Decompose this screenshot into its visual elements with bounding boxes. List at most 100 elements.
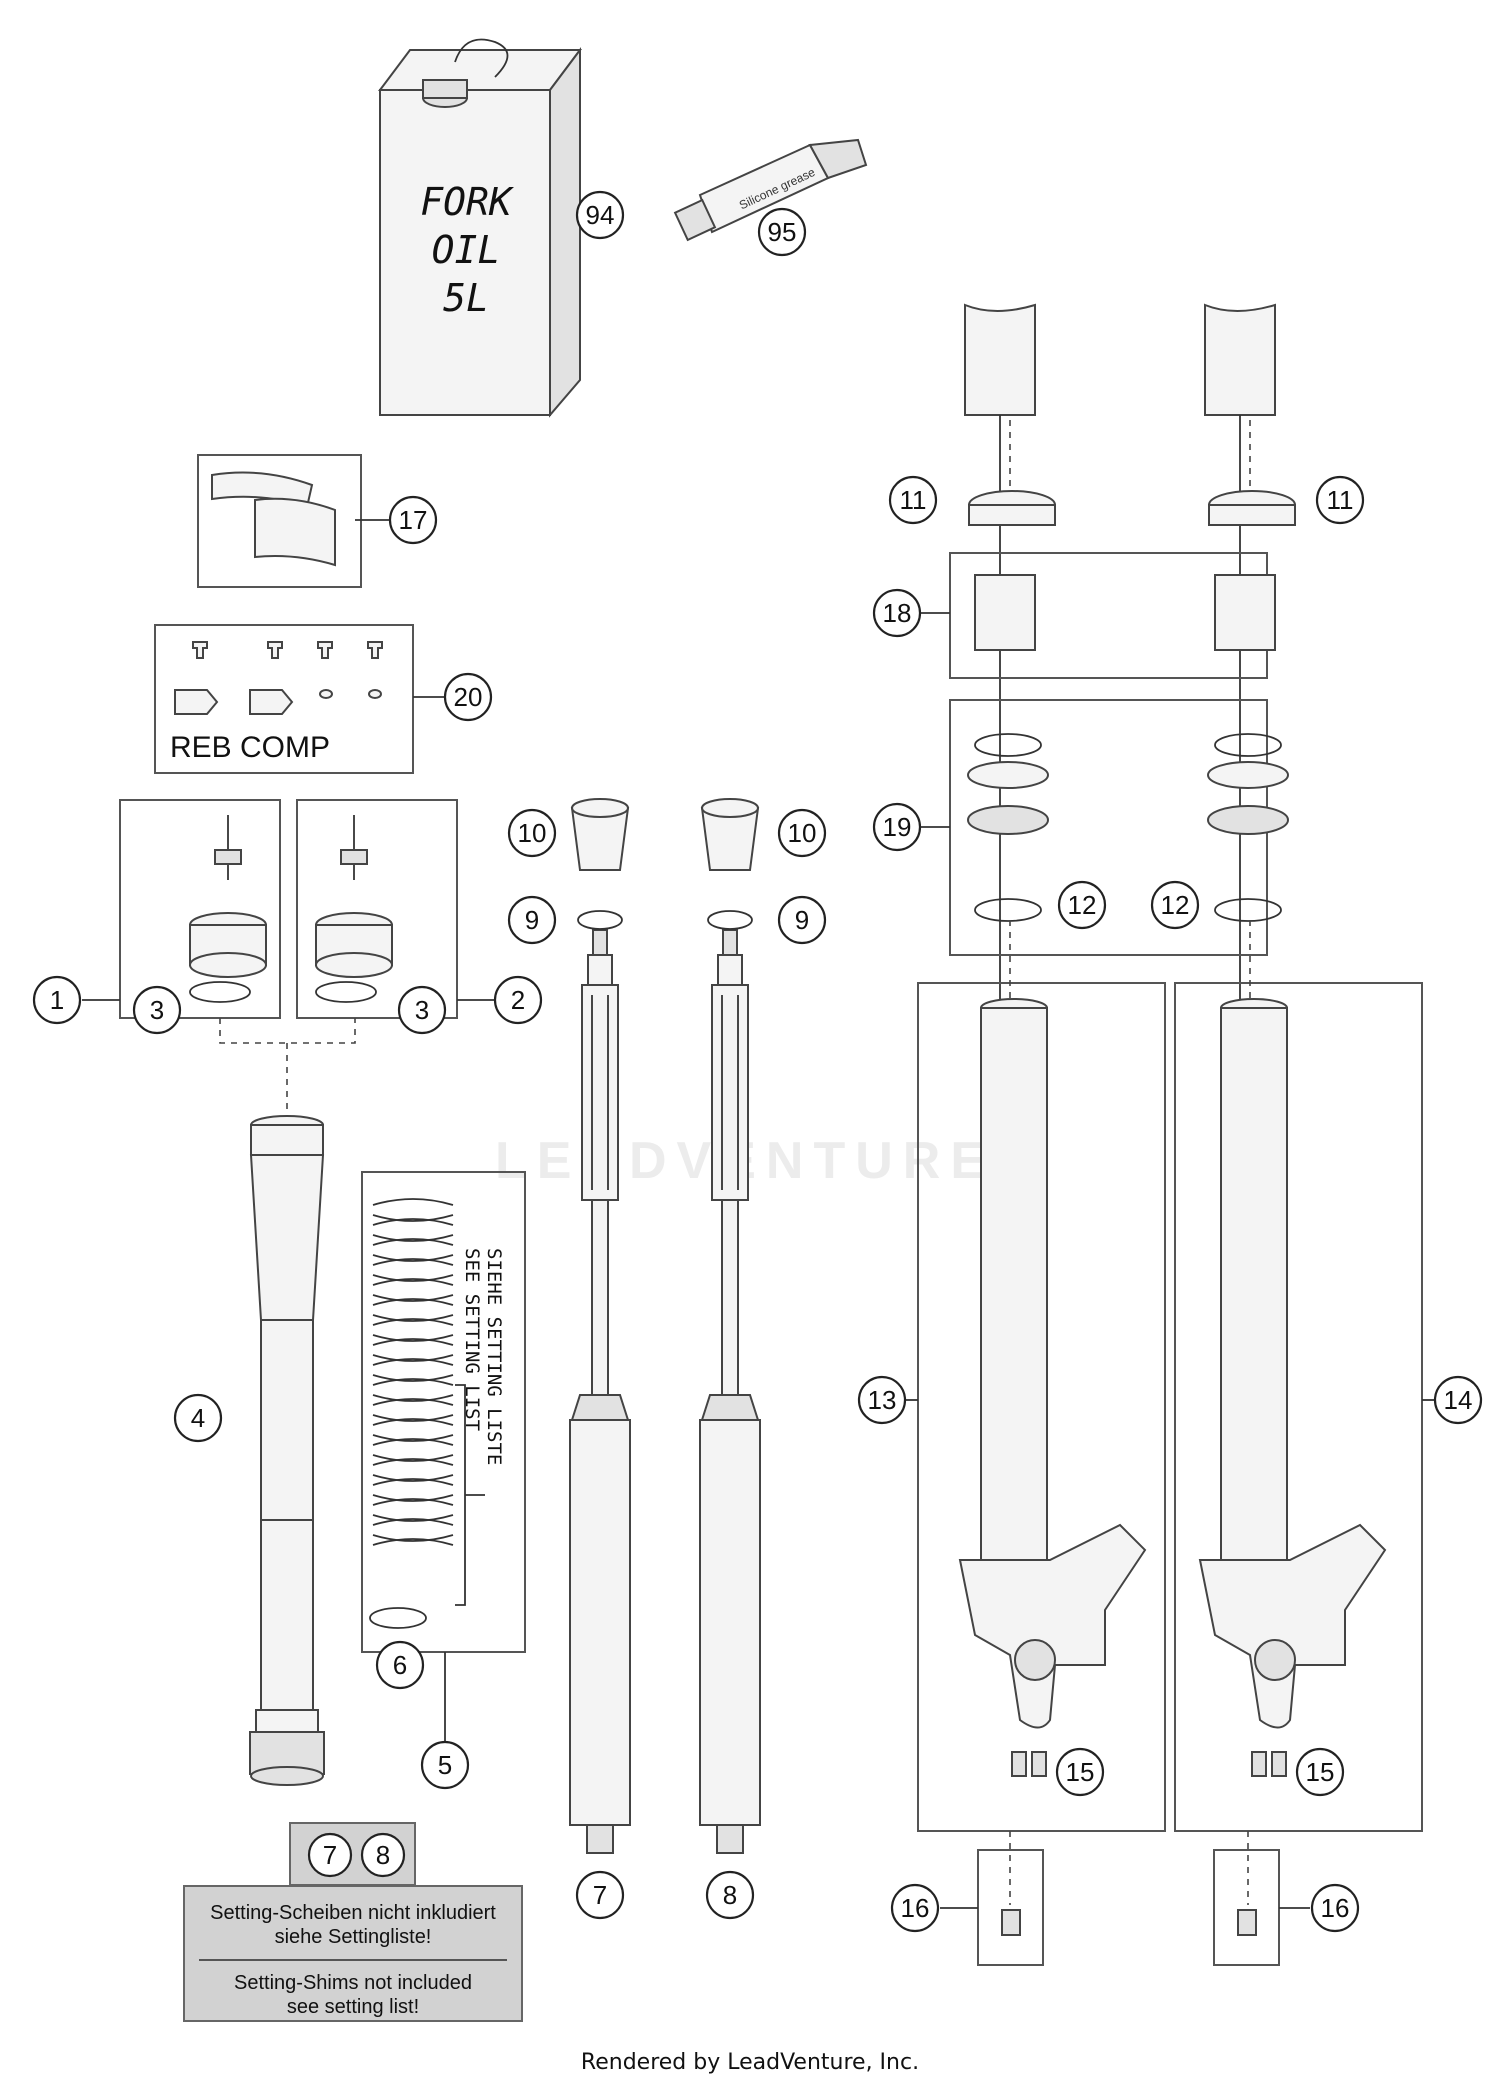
svg-text:8: 8 bbox=[376, 1840, 390, 1870]
callout-94[interactable]: 94 bbox=[575, 190, 625, 240]
fork-cap-1 bbox=[189, 815, 267, 1003]
cartridge-tube bbox=[249, 1115, 325, 1786]
callout-10-left[interactable]: 10 bbox=[507, 808, 557, 858]
note-divider bbox=[199, 1959, 507, 1961]
callout-10-right[interactable]: 10 bbox=[777, 808, 827, 858]
spring-washer bbox=[369, 1607, 427, 1629]
callout-5[interactable]: 5 bbox=[420, 1740, 470, 1790]
note-german-line2: siehe Settingliste! bbox=[274, 1926, 432, 1948]
svg-text:10: 10 bbox=[518, 818, 547, 848]
callout-2[interactable]: 2 bbox=[493, 975, 543, 1025]
svg-text:14: 14 bbox=[1444, 1385, 1473, 1415]
callout-13[interactable]: 13 bbox=[857, 1375, 907, 1425]
callout-3-right[interactable]: 3 bbox=[397, 985, 447, 1035]
svg-text:12: 12 bbox=[1068, 890, 1097, 920]
o-rings-9 bbox=[577, 910, 753, 930]
svg-text:4: 4 bbox=[191, 1403, 205, 1433]
callout-17[interactable]: 17 bbox=[388, 495, 438, 545]
bushings-18 bbox=[974, 574, 1276, 651]
svg-text:5: 5 bbox=[438, 1750, 452, 1780]
outer-tube-13-frame bbox=[917, 982, 1166, 1832]
svg-text:11: 11 bbox=[1327, 485, 1354, 515]
svg-text:16: 16 bbox=[901, 1893, 930, 1923]
grease-tube: Silicone grease bbox=[673, 138, 868, 242]
seal-rings-12 bbox=[974, 898, 1282, 922]
svg-text:1: 1 bbox=[50, 985, 64, 1015]
fork-cap-2-frame bbox=[296, 799, 458, 1019]
svg-text:6: 6 bbox=[393, 1650, 407, 1680]
callout-15-left[interactable]: 15 bbox=[1055, 1747, 1105, 1797]
svg-text:11: 11 bbox=[900, 485, 927, 515]
svg-text:18: 18 bbox=[883, 598, 912, 628]
guide-bushings-10 bbox=[570, 798, 760, 871]
svg-text:19: 19 bbox=[883, 812, 912, 842]
svg-text:95: 95 bbox=[768, 217, 797, 247]
fork-cap-2 bbox=[315, 815, 393, 1003]
spring-note-de: SIEHE SETTING LISTE bbox=[483, 1248, 505, 1465]
svg-text:10: 10 bbox=[788, 818, 817, 848]
callout-4[interactable]: 4 bbox=[173, 1393, 223, 1443]
callout-1[interactable]: 1 bbox=[32, 975, 82, 1025]
svg-text:7: 7 bbox=[323, 1840, 337, 1870]
svg-text:12: 12 bbox=[1161, 890, 1190, 920]
reb-label: REB bbox=[170, 731, 232, 764]
footer-credit: Rendered by LeadVenture, Inc. bbox=[580, 2050, 920, 2075]
callout-18[interactable]: 18 bbox=[872, 588, 922, 638]
spring-kit-frame bbox=[361, 1171, 526, 1653]
callout-14[interactable]: 14 bbox=[1433, 1375, 1483, 1425]
callout-3-left[interactable]: 3 bbox=[132, 985, 182, 1035]
callout-11-right[interactable]: 11 bbox=[1315, 475, 1365, 525]
callout-7[interactable]: 7 bbox=[575, 1870, 625, 1920]
callout-19[interactable]: 19 bbox=[872, 802, 922, 852]
svg-text:2: 2 bbox=[511, 985, 525, 1015]
svg-text:17: 17 bbox=[399, 505, 428, 535]
setting-shims-note: Setting-Scheiben nicht inkludiert siehe … bbox=[183, 1885, 523, 2022]
outer-tube-14-frame bbox=[1174, 982, 1423, 1832]
svg-text:15: 15 bbox=[1066, 1757, 1095, 1787]
damping-cartridge-7 bbox=[569, 929, 631, 1854]
fork-oil-can: FORK OIL 5L bbox=[378, 38, 582, 418]
callout-12-left[interactable]: 12 bbox=[1057, 880, 1107, 930]
fork-cap-1-frame bbox=[119, 799, 281, 1019]
bush-kit-frame bbox=[197, 454, 362, 588]
callout-9-right[interactable]: 9 bbox=[777, 895, 827, 945]
svg-text:9: 9 bbox=[795, 905, 809, 935]
callout-9-left[interactable]: 9 bbox=[507, 895, 557, 945]
svg-text:3: 3 bbox=[415, 995, 429, 1025]
callout-16-right[interactable]: 16 bbox=[1310, 1883, 1360, 1933]
callout-8[interactable]: 8 bbox=[705, 1870, 755, 1920]
callout-12-right[interactable]: 12 bbox=[1150, 880, 1200, 930]
comp-label: COMP bbox=[240, 731, 330, 764]
svg-text:7: 7 bbox=[593, 1880, 607, 1910]
note-callout-7: 7 bbox=[307, 1832, 353, 1878]
note-german-line1: Setting-Scheiben nicht inkludiert bbox=[210, 1902, 496, 1924]
callout-11-left[interactable]: 11 bbox=[888, 475, 938, 525]
leader-lines bbox=[82, 519, 1435, 1909]
svg-text:3: 3 bbox=[150, 995, 164, 1025]
damping-cartridge-8 bbox=[699, 929, 761, 1854]
dash-links-right bbox=[1009, 420, 1251, 1000]
svg-text:20: 20 bbox=[454, 682, 483, 712]
outer-tube-14 bbox=[1198, 998, 1387, 1777]
callout-16-left[interactable]: 16 bbox=[890, 1883, 940, 1933]
callout-95[interactable]: 95 bbox=[757, 207, 807, 257]
note-english-line2: see setting list! bbox=[286, 1996, 420, 2018]
callout-15-right[interactable]: 15 bbox=[1295, 1747, 1345, 1797]
cap-dash-link bbox=[219, 1018, 356, 1113]
callout-20[interactable]: 20 bbox=[443, 672, 493, 722]
adjuster-kit-frame bbox=[154, 624, 414, 774]
can-label-line1: FORK bbox=[420, 180, 515, 224]
outer-tube-13 bbox=[958, 998, 1147, 1777]
svg-text:8: 8 bbox=[723, 1880, 737, 1910]
adjuster-parts bbox=[174, 641, 383, 715]
svg-text:15: 15 bbox=[1306, 1757, 1335, 1787]
svg-text:9: 9 bbox=[525, 905, 539, 935]
top-bushings-11 bbox=[968, 490, 1296, 526]
callout-6[interactable]: 6 bbox=[375, 1640, 425, 1690]
note-callout-8: 8 bbox=[360, 1832, 406, 1878]
svg-text:16: 16 bbox=[1321, 1893, 1350, 1923]
can-label-line2: OIL bbox=[432, 228, 501, 272]
upper-tubes bbox=[964, 303, 1276, 1000]
